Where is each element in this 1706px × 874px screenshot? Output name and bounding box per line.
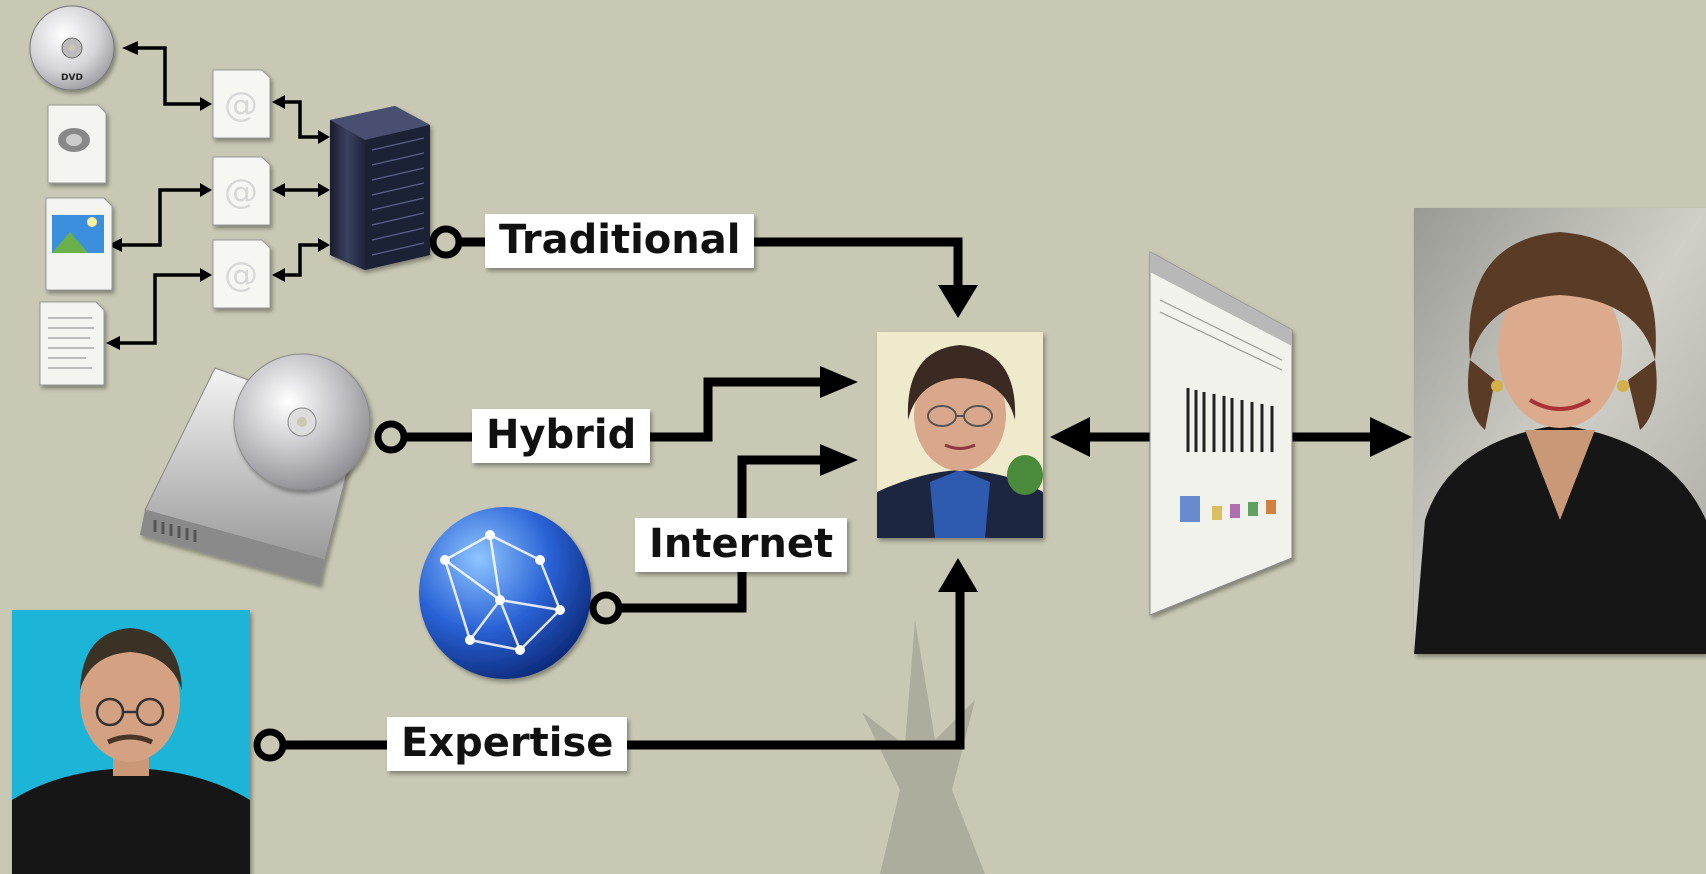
cd-icon <box>233 353 371 491</box>
end-user-photo <box>1414 208 1706 654</box>
hybrid-label: Hybrid <box>472 409 651 463</box>
email-document-icon: @ <box>212 156 271 226</box>
svg-text:@: @ <box>224 255 258 295</box>
globe-icon <box>419 507 591 679</box>
barcode-icon <box>1186 388 1274 452</box>
central-person-photo <box>877 332 1043 538</box>
connector-origins <box>253 225 623 762</box>
traditional-label: Traditional <box>485 214 755 268</box>
speaker-document-icon <box>47 104 107 184</box>
email-document-icon: @ <box>212 69 271 139</box>
expertise-label: Expertise <box>387 717 628 771</box>
svg-text:@: @ <box>224 172 258 212</box>
internet-label: Internet <box>635 518 848 572</box>
arrowheads <box>106 41 1412 592</box>
dvd-icon: DVD <box>29 5 115 91</box>
svg-text:DVD: DVD <box>61 73 83 83</box>
svg-text:@: @ <box>224 85 258 125</box>
server-icon <box>330 106 430 270</box>
text-document-icon <box>39 301 105 386</box>
email-document-icon: @ <box>212 239 271 309</box>
web-page-icon <box>1149 251 1293 616</box>
image-document-icon <box>45 197 113 291</box>
expert-photo <box>12 610 250 874</box>
